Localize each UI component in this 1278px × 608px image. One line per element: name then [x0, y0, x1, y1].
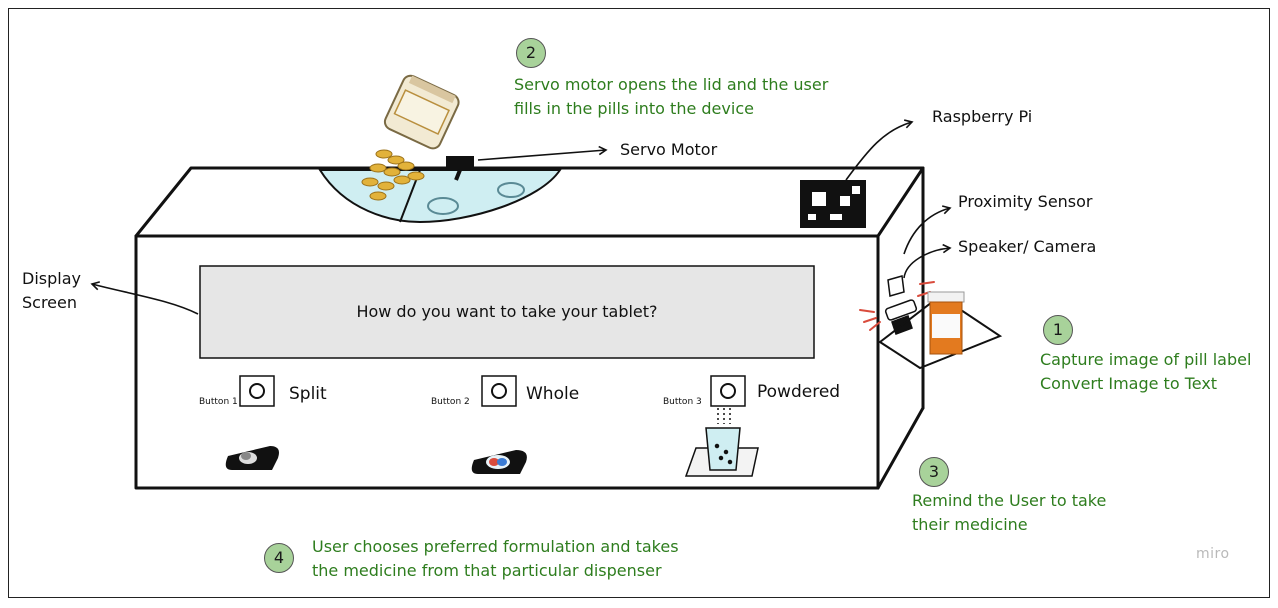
- step-4-line-1: User chooses preferred formulation and t…: [312, 537, 679, 556]
- pill-tray: [318, 169, 562, 224]
- step-1-line-2: Convert Image to Text: [1040, 374, 1218, 393]
- step-4-badge: 4: [264, 543, 294, 573]
- servo-motor-label: Servo Motor: [620, 140, 718, 159]
- annotation-arrows: [90, 119, 952, 315]
- orange-pill-bottle: [927, 291, 965, 355]
- button-3-label: Powdered: [757, 382, 841, 402]
- signal-lines: [859, 281, 935, 331]
- step-2-line-1: Servo motor opens the lid and the user: [514, 75, 829, 94]
- servo-motor-shape: [446, 156, 474, 170]
- spilled-pills: [361, 149, 425, 201]
- proximity-sensor-label: Proximity Sensor: [958, 192, 1093, 211]
- step-3-line-1: Remind the User to take: [912, 491, 1107, 510]
- button-2-label: Whole: [526, 384, 580, 404]
- step-2-line-2: fills in the pills into the device: [514, 99, 754, 118]
- step-1-badge: 1: [1043, 315, 1073, 345]
- button-1-label: Split: [289, 384, 327, 404]
- whole-dispenser: [471, 450, 527, 474]
- step-3-line-2: their medicine: [912, 515, 1028, 534]
- screen-prompt: How do you want to take your tablet?: [356, 302, 658, 321]
- miro-watermark: miro: [1196, 546, 1230, 562]
- button-1-tag: Button 1: [199, 397, 238, 407]
- display-screen: [199, 265, 815, 359]
- button-boxes: [239, 375, 746, 407]
- display-label-line-2: Screen: [22, 293, 78, 312]
- raspberry-pi-label: Raspberry Pi: [932, 107, 1033, 126]
- diagram-frame: [8, 8, 1270, 598]
- side-shelf: [878, 294, 1003, 370]
- raspberry-pi-board: [800, 180, 866, 228]
- speaker-camera-label: Speaker/ Camera: [958, 237, 1097, 256]
- split-dispenser: [225, 446, 279, 470]
- button-2-tag: Button 2: [431, 397, 470, 407]
- step-3-badge: 3: [919, 457, 949, 487]
- step-2-badge: 2: [516, 38, 546, 68]
- powder-dispenser: [684, 408, 759, 477]
- step-1-line-1: Capture image of pill label: [1040, 350, 1252, 369]
- button-3-tag: Button 3: [663, 397, 702, 407]
- display-label-line-1: Display: [22, 269, 81, 288]
- step-4-line-2: the medicine from that particular dispen…: [312, 561, 662, 580]
- pill-bottle: [383, 74, 460, 150]
